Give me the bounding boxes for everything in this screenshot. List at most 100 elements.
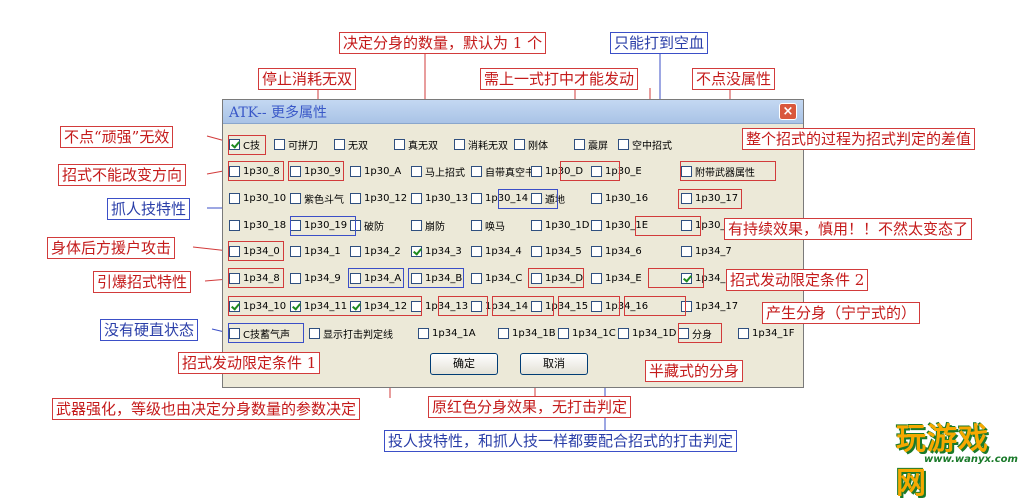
attribute-checkbox[interactable]: C技 — [229, 135, 260, 153]
checkbox-unchecked-icon[interactable] — [531, 192, 542, 204]
checkbox-checked-icon[interactable] — [229, 300, 240, 312]
checkbox-unchecked-icon[interactable] — [229, 272, 240, 284]
attribute-checkbox[interactable]: 紫色斗气 — [290, 189, 344, 207]
attribute-checkbox[interactable]: 1p30_13 — [411, 189, 468, 207]
attribute-checkbox[interactable]: 唤马 — [471, 216, 505, 234]
attribute-checkbox[interactable]: 1p30_10 — [229, 189, 286, 207]
checkbox-unchecked-icon[interactable] — [229, 219, 240, 231]
checkbox-checked-icon[interactable] — [681, 272, 692, 284]
checkbox-unchecked-icon[interactable] — [738, 327, 749, 339]
checkbox-unchecked-icon[interactable] — [471, 192, 482, 204]
attribute-checkbox[interactable]: 1p34_8 — [229, 269, 280, 287]
attribute-checkbox[interactable]: 1p30_17 — [681, 189, 738, 207]
checkbox-unchecked-icon[interactable] — [591, 192, 602, 204]
attribute-checkbox[interactable]: 1p34_10 — [229, 297, 286, 315]
checkbox-unchecked-icon[interactable] — [531, 165, 542, 177]
attribute-checkbox[interactable]: C技蓄气声 — [229, 324, 290, 342]
checkbox-unchecked-icon[interactable] — [229, 165, 240, 177]
checkbox-unchecked-icon[interactable] — [418, 327, 429, 339]
checkbox-checked-icon[interactable] — [350, 300, 361, 312]
checkbox-unchecked-icon[interactable] — [411, 219, 422, 231]
attribute-checkbox[interactable]: 1p30_1E — [591, 216, 648, 234]
attribute-checkbox[interactable]: 1p34_1F — [738, 324, 795, 342]
attribute-checkbox[interactable]: 1p34_F — [681, 269, 731, 287]
checkbox-unchecked-icon[interactable] — [350, 245, 361, 257]
checkbox-unchecked-icon[interactable] — [229, 245, 240, 257]
attribute-checkbox[interactable]: 1p30_12 — [350, 189, 407, 207]
checkbox-unchecked-icon[interactable] — [394, 138, 405, 150]
attribute-checkbox[interactable]: 1p34_2 — [350, 242, 401, 260]
attribute-checkbox[interactable]: 马上招式 — [411, 162, 465, 180]
attribute-checkbox[interactable]: 震屏 — [574, 135, 608, 153]
checkbox-unchecked-icon[interactable] — [290, 192, 301, 204]
checkbox-unchecked-icon[interactable] — [350, 165, 361, 177]
ok-button[interactable]: 确定 — [430, 353, 498, 375]
checkbox-unchecked-icon[interactable] — [681, 192, 692, 204]
checkbox-unchecked-icon[interactable] — [471, 165, 482, 177]
attribute-checkbox[interactable]: 1p30_9 — [290, 162, 341, 180]
checkbox-checked-icon[interactable] — [290, 300, 301, 312]
checkbox-unchecked-icon[interactable] — [471, 219, 482, 231]
attribute-checkbox[interactable]: 1p34_17 — [681, 297, 738, 315]
checkbox-unchecked-icon[interactable] — [681, 245, 692, 257]
checkbox-unchecked-icon[interactable] — [591, 272, 602, 284]
attribute-checkbox[interactable]: 1p34_D — [531, 269, 583, 287]
attribute-checkbox[interactable]: 1p34_B — [411, 269, 462, 287]
attribute-checkbox[interactable]: 1p34_E — [591, 269, 642, 287]
attribute-checkbox[interactable]: 真无双 — [394, 135, 438, 153]
attribute-checkbox[interactable]: 可拼刀 — [274, 135, 318, 153]
checkbox-unchecked-icon[interactable] — [454, 138, 465, 150]
attribute-checkbox[interactable]: 消耗无双 — [454, 135, 508, 153]
attribute-checkbox[interactable]: 附带武器属性 — [681, 162, 755, 180]
checkbox-unchecked-icon[interactable] — [309, 327, 320, 339]
attribute-checkbox[interactable]: 1p34_1B — [498, 324, 556, 342]
attribute-checkbox[interactable]: 1p34_1C — [558, 324, 616, 342]
checkbox-unchecked-icon[interactable] — [531, 300, 542, 312]
cancel-button[interactable]: 取消 — [520, 353, 588, 375]
checkbox-unchecked-icon[interactable] — [334, 138, 345, 150]
checkbox-unchecked-icon[interactable] — [591, 245, 602, 257]
checkbox-unchecked-icon[interactable] — [471, 300, 482, 312]
attribute-checkbox[interactable]: 1p34_14 — [471, 297, 528, 315]
checkbox-unchecked-icon[interactable] — [229, 192, 240, 204]
checkbox-unchecked-icon[interactable] — [618, 138, 629, 150]
attribute-checkbox[interactable]: 1p34_4 — [471, 242, 522, 260]
attribute-checkbox[interactable]: 刚体 — [514, 135, 548, 153]
checkbox-unchecked-icon[interactable] — [498, 327, 509, 339]
attribute-checkbox[interactable]: 无双 — [334, 135, 368, 153]
checkbox-unchecked-icon[interactable] — [411, 272, 422, 284]
checkbox-unchecked-icon[interactable] — [350, 192, 361, 204]
checkbox-unchecked-icon[interactable] — [681, 165, 692, 177]
checkbox-unchecked-icon[interactable] — [290, 165, 301, 177]
close-icon[interactable]: × — [779, 103, 797, 120]
checkbox-unchecked-icon[interactable] — [681, 219, 692, 231]
attribute-checkbox[interactable]: 1p34_3 — [411, 242, 462, 260]
attribute-checkbox[interactable]: 1p34_0 — [229, 242, 280, 260]
attribute-checkbox[interactable]: 1p34_5 — [531, 242, 582, 260]
attribute-checkbox[interactable]: 1p34_1D — [618, 324, 677, 342]
attribute-checkbox[interactable]: 1p34_1A — [418, 324, 476, 342]
checkbox-unchecked-icon[interactable] — [531, 272, 542, 284]
checkbox-unchecked-icon[interactable] — [229, 327, 240, 339]
attribute-checkbox[interactable]: 1p34_9 — [290, 269, 341, 287]
attribute-checkbox[interactable]: 自带真空书 — [471, 162, 535, 180]
checkbox-unchecked-icon[interactable] — [591, 165, 602, 177]
checkbox-unchecked-icon[interactable] — [574, 138, 585, 150]
attribute-checkbox[interactable]: 1p30_A — [350, 162, 401, 180]
attribute-checkbox[interactable]: 1p34_12 — [350, 297, 407, 315]
attribute-checkbox[interactable]: 1p34_15 — [531, 297, 588, 315]
checkbox-unchecked-icon[interactable] — [591, 300, 602, 312]
checkbox-unchecked-icon[interactable] — [531, 245, 542, 257]
attribute-checkbox[interactable]: 1p30_E — [591, 162, 642, 180]
attribute-checkbox[interactable]: 1p30_18 — [229, 216, 286, 234]
attribute-checkbox[interactable]: 1p34_11 — [290, 297, 347, 315]
checkbox-unchecked-icon[interactable] — [514, 138, 525, 150]
attribute-checkbox[interactable]: 1p34_6 — [591, 242, 642, 260]
attribute-checkbox[interactable]: 1p34_1 — [290, 242, 341, 260]
checkbox-unchecked-icon[interactable] — [531, 219, 542, 231]
attribute-checkbox[interactable]: 显示打击判定线 — [309, 324, 393, 342]
checkbox-unchecked-icon[interactable] — [558, 327, 569, 339]
checkbox-checked-icon[interactable] — [229, 138, 240, 150]
attribute-checkbox[interactable]: 空中招式 — [618, 135, 672, 153]
checkbox-checked-icon[interactable] — [411, 245, 422, 257]
